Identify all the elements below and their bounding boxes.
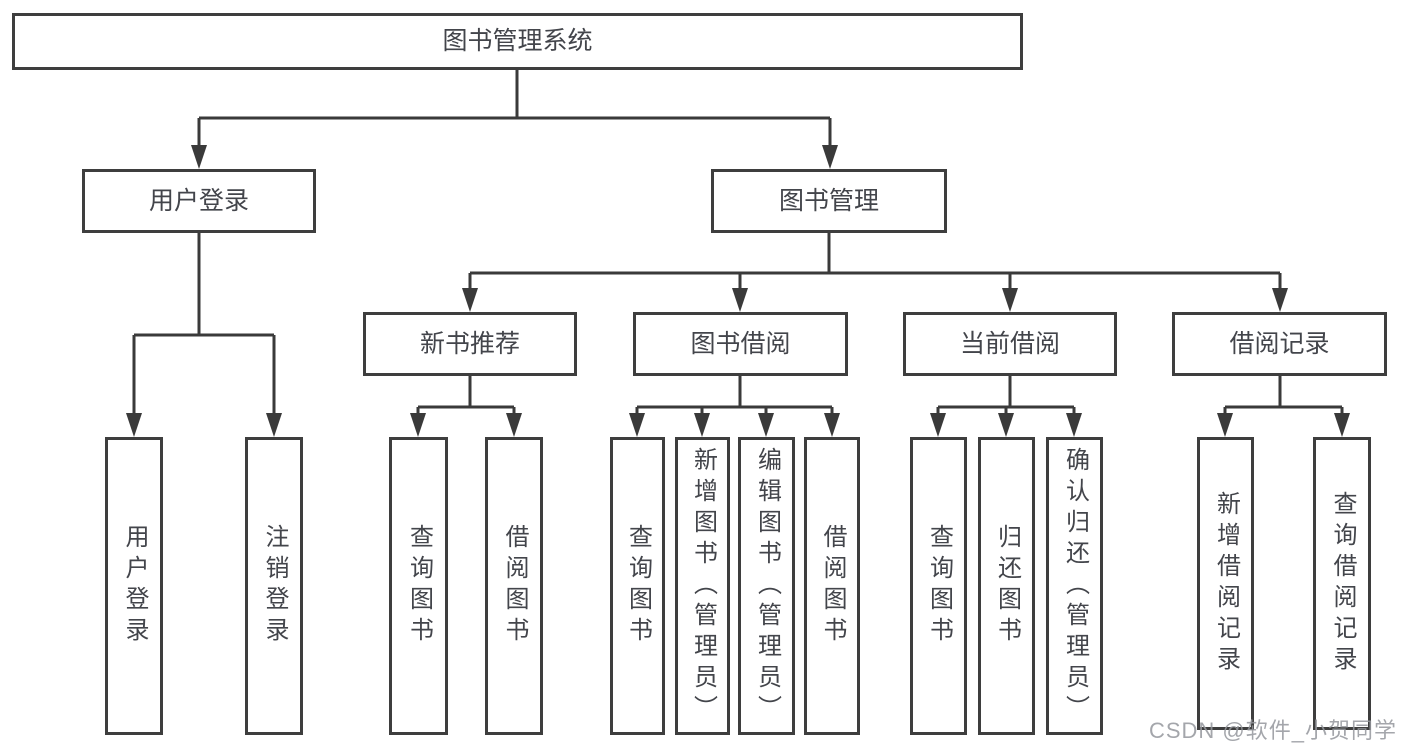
node-recommend-borrow-books: 借阅图书 [485,437,543,735]
connector-book-management-children [468,233,1282,290]
connector-user-login-children [132,233,276,415]
node-book-borrow: 图书借阅 [633,312,848,376]
node-query-borrow-record: 查询借阅记录 [1313,437,1371,730]
node-label: 确认归还（管理员） [1061,446,1089,726]
node-label: 查询图书 [624,524,652,648]
node-label: 查询图书 [925,524,953,648]
node-confirm-return-admin: 确认归还（管理员） [1046,437,1103,735]
node-user-login: 用户登录 [82,169,316,233]
node-label: 图书管理 [778,186,879,215]
node-logout: 注销登录 [245,437,303,735]
node-label: 当前借阅 [959,329,1060,358]
connector-root-to-level2 [197,70,832,147]
node-current-query-books: 查询图书 [910,437,967,735]
node-library-management-system: 图书管理系统 [12,13,1023,70]
node-return-books: 归还图书 [978,437,1035,735]
connector-current-borrow-children [936,376,1076,415]
node-add-books-admin: 新增图书（管理员） [675,437,730,735]
node-label: 用户登录 [121,524,148,648]
connector-book-borrow-children [635,376,834,415]
node-recommend-query-books: 查询图书 [389,437,448,735]
node-label: 新增借阅记录 [1212,490,1240,677]
connector-borrow-records-children [1223,376,1344,415]
node-label: 借阅图书 [501,524,528,648]
connector-new-book-recommend-children [416,376,516,415]
node-label: 图书借阅 [690,329,791,358]
arrow-heads [126,145,1350,437]
node-label: 借阅图书 [819,524,846,648]
node-add-borrow-record: 新增借阅记录 [1197,437,1254,730]
node-label: 借阅记录 [1229,329,1330,358]
node-label: 归还图书 [993,524,1021,648]
node-edit-books-admin: 编辑图书（管理员） [738,437,795,735]
node-current-borrow: 当前借阅 [903,312,1117,376]
csdn-watermark: CSDN @软件_小贺同学 [1148,718,1397,743]
node-borrow-books: 借阅图书 [804,437,860,735]
node-label: 新增图书（管理员） [689,446,717,726]
node-label: 用户登录 [148,186,249,215]
node-label: 新书推荐 [419,329,520,358]
node-user-login-action: 用户登录 [105,437,163,735]
node-label: 图书管理系统 [442,27,593,55]
node-label: 查询借阅记录 [1329,490,1356,677]
node-borrow-query-books: 查询图书 [610,437,665,735]
node-label: 查询图书 [405,524,433,648]
node-borrow-records: 借阅记录 [1172,312,1387,376]
node-new-book-recommend: 新书推荐 [363,312,577,376]
node-book-management: 图书管理 [711,169,947,233]
node-label: 注销登录 [261,524,288,648]
node-label: 编辑图书（管理员） [753,446,781,726]
